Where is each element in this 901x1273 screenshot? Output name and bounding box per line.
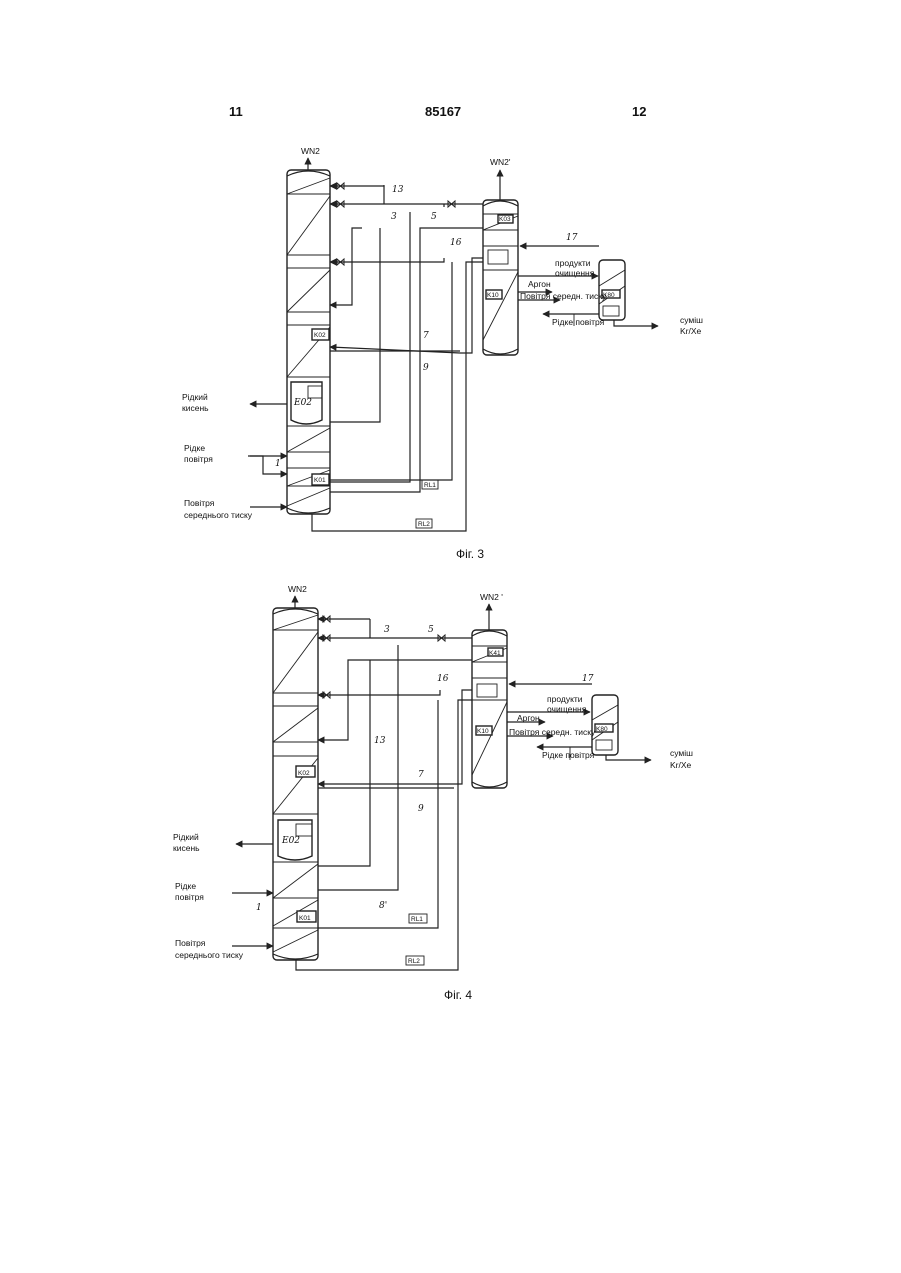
fig3-liquid-oxygen-line1: Рідкий bbox=[182, 392, 208, 402]
fig4-medium-air-line2: середнього тиску bbox=[175, 950, 244, 960]
fig3-tag-k80: K80 bbox=[603, 292, 615, 299]
fig4-tag-k80: K80 bbox=[596, 726, 608, 733]
fig3-tag-rl2: RL2 bbox=[418, 521, 430, 528]
fig4-liquid-air-line1: Рідке bbox=[175, 881, 196, 891]
fig4-tag-rl1: RL1 bbox=[411, 916, 423, 923]
fig4-num-16: 16 bbox=[437, 674, 449, 684]
fig3-num-17: 17 bbox=[566, 233, 578, 243]
fig3-tag-k01: K01 bbox=[314, 477, 326, 484]
kr-xe-column-fig4 bbox=[592, 695, 618, 755]
fig3-num-3: 3 bbox=[391, 212, 397, 222]
main-column-fig4 bbox=[273, 608, 318, 960]
fig4-medium-air-line1: Повітря bbox=[175, 938, 206, 948]
fig4-num-3: 3 bbox=[384, 625, 390, 635]
fig4-purification-line1: продукти bbox=[547, 694, 583, 704]
fig3-mixture-line2: Kr/Xe bbox=[680, 326, 702, 336]
fig3-medium-air-line1: Повітря bbox=[184, 498, 215, 508]
fig3-num-7: 7 bbox=[423, 331, 429, 341]
fig4-caption: Фіг. 4 bbox=[444, 988, 472, 1002]
fig4-liquid-oxygen-line2: кисень bbox=[173, 843, 200, 853]
fig4-tag-k02: K02 bbox=[298, 770, 310, 777]
fig4-medium-air-side: Повітря середн. тиску bbox=[509, 727, 596, 737]
fig3-tag-k02: K02 bbox=[314, 332, 326, 339]
fig3-num-13: 13 bbox=[392, 185, 404, 195]
fig4-wn2-label: WN2 bbox=[288, 584, 307, 594]
fig4-tag-k01: K01 bbox=[299, 915, 311, 922]
fig3-mixture-line1: суміш bbox=[680, 315, 703, 325]
fig3-tag-e02: E02 bbox=[293, 398, 312, 408]
fig3-argon-label: Аргон bbox=[528, 279, 551, 289]
fig4-liquid-oxygen-line1: Рідкий bbox=[173, 832, 199, 842]
fig4-num-17: 17 bbox=[582, 674, 594, 684]
main-column-fig3 bbox=[287, 170, 330, 514]
fig4-tag-k41: K41 bbox=[489, 650, 501, 657]
fig3-liquid-air-line1: Рідке bbox=[184, 443, 205, 453]
fig3-tag-rl1: RL1 bbox=[424, 482, 436, 489]
fig4-num-9: 9 bbox=[418, 804, 424, 814]
fig3-num-5: 5 bbox=[431, 212, 437, 222]
fig4-num-7: 7 bbox=[418, 770, 424, 780]
fig3-medium-air-side: Повітря середн. тиску bbox=[520, 291, 607, 301]
fig3-num-1: 1 bbox=[275, 459, 281, 469]
fig4-tag-k10: K10 bbox=[477, 728, 489, 735]
fig3-tag-k10: K10 bbox=[487, 292, 499, 299]
fig3-num-9: 9 bbox=[423, 363, 429, 373]
fig4-purification-line2: очищення bbox=[547, 704, 587, 714]
fig4-num-1: 1 bbox=[256, 903, 262, 913]
fig3-tag-k03: K03 bbox=[499, 216, 511, 223]
side-column-fig3 bbox=[483, 200, 518, 355]
fig3-liquid-air-side: Рідке повітря bbox=[552, 317, 605, 327]
fig4-liquid-air-side: Рідке повітря bbox=[542, 750, 595, 760]
fig3-wn2-label: WN2 bbox=[301, 146, 320, 156]
fig4-tag-e02: E02 bbox=[281, 836, 300, 846]
figure-4: WN2 WN2 ' Рідкий кисень Рідке повітря По… bbox=[173, 584, 693, 1002]
fig4-num-8: 8' bbox=[379, 901, 387, 911]
fig3-medium-air-line2: середнього тиску bbox=[184, 510, 253, 520]
fig3-purification-line1: продукти bbox=[555, 258, 591, 268]
fig4-liquid-air-line2: повітря bbox=[175, 892, 204, 902]
fig4-mixture-line1: суміш bbox=[670, 748, 693, 758]
figure-3: WN2 WN2' Рідкий кисень Рідке повітря Пов… bbox=[182, 146, 703, 561]
fig3-purification-line2: очищення bbox=[555, 268, 595, 278]
fig4-tag-rl2: RL2 bbox=[408, 958, 420, 965]
fig3-liquid-air-line2: повітря bbox=[184, 454, 213, 464]
fig3-caption: Фіг. 3 bbox=[456, 547, 484, 561]
fig4-wn2-side-label: WN2 ' bbox=[480, 592, 503, 602]
kr-xe-column-fig3 bbox=[599, 260, 625, 320]
fig4-num-13: 13 bbox=[374, 736, 386, 746]
fig4-argon-label: Аргон bbox=[517, 713, 540, 723]
fig3-num-16: 16 bbox=[450, 238, 462, 248]
fig4-mixture-line2: Kr/Xe bbox=[670, 760, 692, 770]
fig3-liquid-oxygen-line2: кисень bbox=[182, 403, 209, 413]
fig4-num-5: 5 bbox=[428, 625, 434, 635]
fig3-wn2-side-label: WN2' bbox=[490, 157, 511, 167]
